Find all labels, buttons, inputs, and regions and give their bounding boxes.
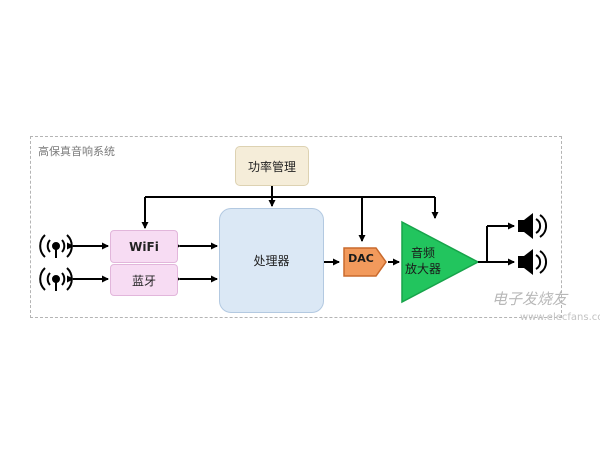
power-management-block: 功率管理 [235,146,309,186]
system-frame [30,136,562,318]
speaker-icon [518,249,547,275]
wifi-block: WiFi [110,230,178,263]
dac-label: DAC [348,252,374,265]
amplifier-label: 音频 放大器 [399,245,447,277]
system-title: 高保真音响系统 [38,145,115,158]
bluetooth-block: 蓝牙 [110,264,178,296]
amplifier-block [401,220,480,304]
radio-processor-links [174,242,218,283]
antenna-icon [39,267,73,291]
dac-block [343,247,387,277]
watermark-url: www.elecfans.com [520,312,600,323]
antenna-links [67,242,109,283]
processor-block: 处理器 [219,208,324,313]
speaker-icon [518,213,547,239]
watermark-brand: 电子发烧友 [492,290,568,308]
amplifier-label-line-1: 音频 [410,246,435,260]
power-bus [141,186,439,242]
amplifier-label-line-2: 放大器 [404,262,441,276]
speaker-links [478,222,515,266]
antenna-icon [39,234,73,258]
